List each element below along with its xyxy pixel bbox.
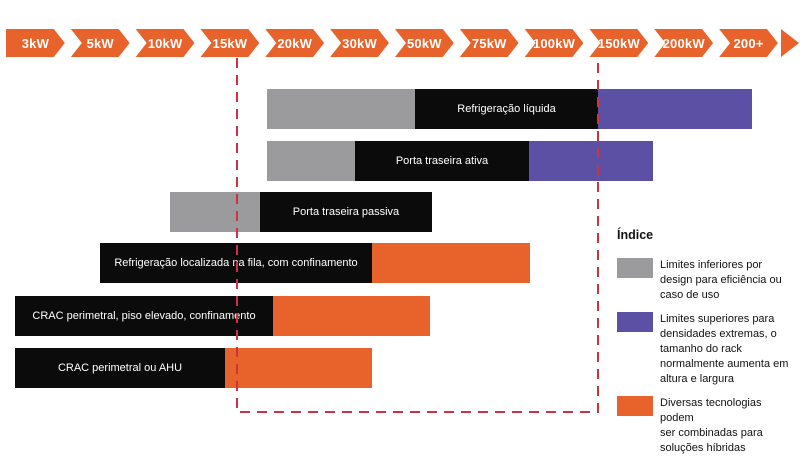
bar-segment-black: Refrigeração localizada na fila, com con… xyxy=(100,243,372,283)
bar-segment-black: Refrigeração líquida xyxy=(415,89,598,129)
axis-segment-100kW: 100kW xyxy=(525,29,584,57)
bar-segment-gray xyxy=(267,89,415,129)
bar-label: Refrigeração líquida xyxy=(457,103,556,115)
axis-label: 10kW xyxy=(147,35,183,51)
bar-segment-orange xyxy=(372,243,530,283)
legend-text: Diversas tecnologias podem ser combinada… xyxy=(660,397,763,454)
bar-segment-black: CRAC perimetral, piso elevado, confiname… xyxy=(15,296,273,336)
axis-label: 50kW xyxy=(407,35,442,51)
axis-label: 3kW xyxy=(21,35,50,51)
bar-label: CRAC perimetral, piso elevado, confiname… xyxy=(32,310,256,322)
axis-segment-30kW: 30kW xyxy=(330,29,389,57)
legend-swatch-gray xyxy=(617,258,653,278)
axis-segment-3kW: 3kW xyxy=(6,29,65,57)
legend-swatch-orange xyxy=(617,396,653,416)
axis-label: 200+ xyxy=(733,35,764,51)
axis-label: 5kW xyxy=(86,35,114,51)
legend-text: Limites superiores para densidades extre… xyxy=(660,313,789,385)
axis-label: 200kW xyxy=(662,35,705,51)
axis-label: 75kW xyxy=(471,35,507,51)
legend-item-purple: Limites superiores para densidades extre… xyxy=(617,312,795,387)
bar-porta-traseira-passiva: Porta traseira passiva xyxy=(0,192,800,232)
bar-porta-traseira-ativa: Porta traseira ativa xyxy=(0,141,800,181)
axis-segment-50kW: 50kW xyxy=(395,29,454,57)
bar-label: CRAC perimetral ou AHU xyxy=(57,362,183,374)
axis-segment-15kW: 15kW xyxy=(200,29,259,57)
bar-segment-black: Porta traseira passiva xyxy=(260,192,432,232)
bar-segment-purple xyxy=(529,141,653,181)
bar-segment-orange xyxy=(225,348,372,388)
axis-segment-75kW: 75kW xyxy=(460,29,519,57)
axis-label: 150kW xyxy=(597,35,640,51)
legend-swatch-purple xyxy=(617,312,653,332)
bar-label: Porta traseira passiva xyxy=(292,206,400,218)
legend-text: Limites inferiores por design para efici… xyxy=(660,259,782,301)
bar-segment-purple xyxy=(598,89,752,129)
legend: Índice Limites inferiores por design par… xyxy=(617,228,795,465)
power-axis: 3kW 5kW 10kW 15kW 20kW 30kW 50kW 75kW 100kW 150kW… xyxy=(6,29,778,57)
bar-segment-black: CRAC perimetral ou AHU xyxy=(15,348,225,388)
density-cooling-chart: 3kW 5kW 10kW 15kW 20kW 30kW 50kW 75kW 100kW 150kW… xyxy=(0,29,800,454)
axis-label: 15kW xyxy=(212,35,248,51)
legend-item-gray: Limites inferiores por design para efici… xyxy=(617,258,795,303)
legend-item-orange: Diversas tecnologias podem ser combinada… xyxy=(617,396,795,456)
bar-segment-black: Porta traseira ativa xyxy=(355,141,529,181)
axis-segment-200kW: 200kW xyxy=(654,29,713,57)
legend-title: Índice xyxy=(617,228,654,242)
bar-segment-gray xyxy=(170,192,260,232)
axis-segment-20kW: 20kW xyxy=(265,29,324,57)
bar-label: Refrigeração localizada na fila, com con… xyxy=(114,257,358,269)
axis-label: 30kW xyxy=(342,35,377,51)
bar-label: Porta traseira ativa xyxy=(395,155,489,167)
bar-segment-gray xyxy=(267,141,355,181)
bar-segment-orange xyxy=(273,296,430,336)
axis-segment-10kW: 10kW xyxy=(136,29,195,57)
axis-segment-5kW: 5kW xyxy=(71,29,130,57)
axis-segment-200plus: 200+ xyxy=(719,29,778,57)
axis-segment-150kW: 150kW xyxy=(589,29,648,57)
legend-items: Limites inferiores por design para efici… xyxy=(617,258,795,456)
bar-refrigeracao-liquida: Refrigeração líquida xyxy=(0,89,800,129)
axis-label: 20kW xyxy=(277,35,313,51)
axis-label: 100kW xyxy=(532,35,576,51)
